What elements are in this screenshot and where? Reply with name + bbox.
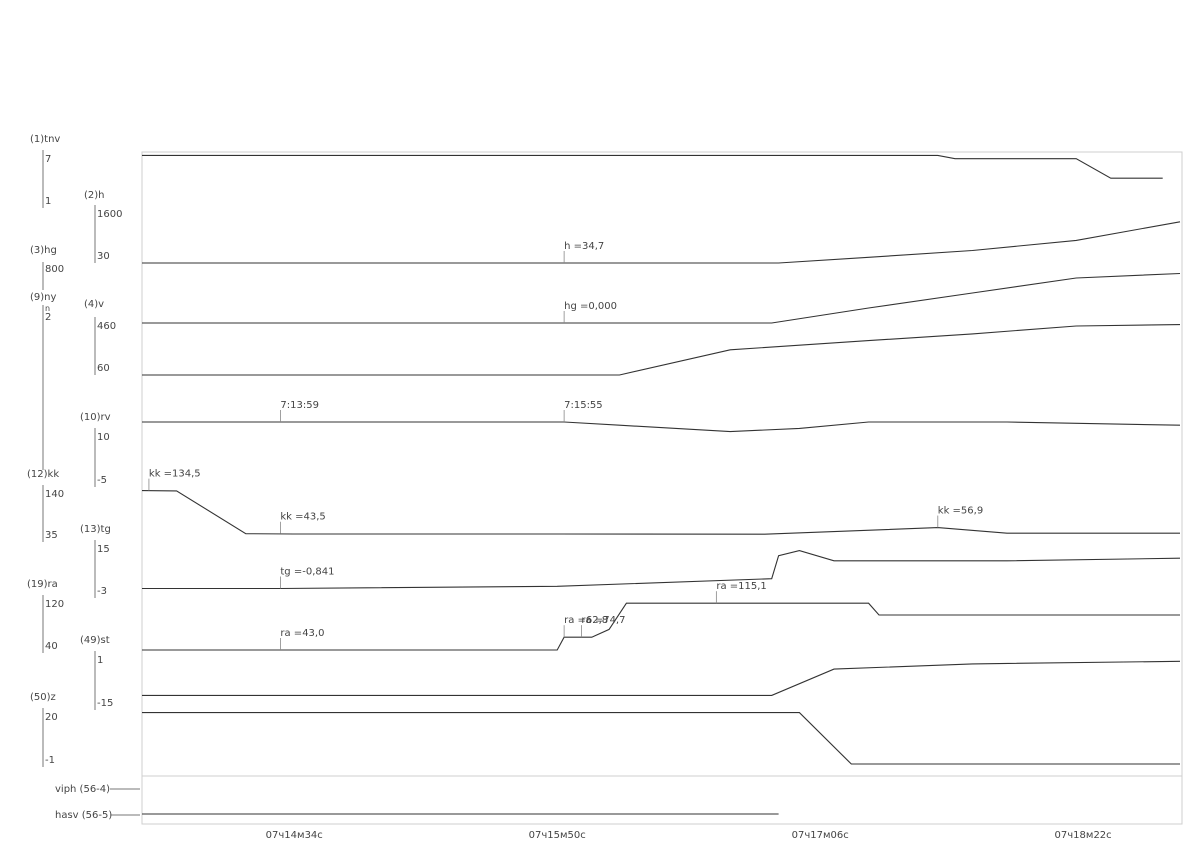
channel-label-hasv: hasv (56-5) bbox=[55, 810, 112, 821]
annotation-12-kk-2: kk =56,9 bbox=[938, 506, 983, 517]
channel-scale-tg-min: -3 bbox=[97, 586, 107, 597]
channel-label-ny: (9)ny bbox=[30, 292, 57, 303]
annotation-3-hg-0: hg =0,000 bbox=[564, 301, 617, 312]
channel-label-v: (4)v bbox=[84, 299, 104, 310]
channel-label-z: (50)z bbox=[30, 692, 56, 703]
trace-10-rv bbox=[142, 421, 1181, 433]
channel-scale-bars bbox=[42, 150, 140, 816]
channel-scale-rv-min: -5 bbox=[97, 475, 107, 486]
channel-scale-tg-max: 15 bbox=[97, 544, 110, 555]
annotation-19-ra-2: ra =74,7 bbox=[581, 615, 625, 626]
channel-scale-kk-max: 140 bbox=[45, 489, 64, 500]
annotation-2-h-0: h =34,7 bbox=[564, 241, 604, 252]
channel-label-tnv: (1)tnv bbox=[30, 134, 60, 145]
channel-label-kk: (12)kk bbox=[27, 469, 59, 480]
channel-scale-h-min: 30 bbox=[97, 251, 110, 262]
trace-3-hg bbox=[142, 272, 1181, 324]
trace-19-ra bbox=[142, 602, 1180, 651]
channel-labels: (1)tnv 7 1 (2)h 1600 30 (3)hg 800 (9)ny … bbox=[27, 134, 122, 821]
time-tick-label-1: 07ч15м50с bbox=[529, 830, 586, 841]
trace-1-tnv bbox=[142, 154, 1163, 179]
time-tick-label-3: 07ч18м22с bbox=[1055, 830, 1112, 841]
trace-12-kk bbox=[141, 490, 1180, 535]
channel-scale-v-max: 460 bbox=[97, 321, 116, 332]
trace-2-h bbox=[142, 221, 1181, 264]
channel-scale-tnv-max: 7 bbox=[45, 154, 51, 165]
channel-label-hg: (3)hg bbox=[30, 245, 57, 256]
channel-scale-h-max: 1600 bbox=[97, 209, 122, 220]
channel-scale-ra-min: 40 bbox=[45, 641, 58, 652]
annotation-10-rv-0: 7:13:59 bbox=[280, 400, 319, 411]
channel-scale-st-max: 1 bbox=[97, 655, 103, 666]
channel-scale-z-max: 20 bbox=[45, 712, 58, 723]
channel-annotations: h =34,7 hg =0,000 7:13:59 7:15:55 kk =134,5 k… bbox=[148, 241, 983, 651]
annotation-19-ra-1: ra =62,8 bbox=[564, 615, 608, 626]
time-axis: 07ч14м34с 07ч15м50с 07ч17м06с 07ч18м22с bbox=[266, 830, 1112, 841]
channel-label-rv: (10)rv bbox=[80, 412, 111, 423]
annotation-10-rv-1: 7:15:55 bbox=[564, 400, 603, 411]
annotation-19-ra-3: ra =115,1 bbox=[716, 581, 766, 592]
trace-13-tg bbox=[142, 550, 1181, 590]
trace-4-v bbox=[142, 324, 1181, 376]
annotation-12-kk-1: kk =43,5 bbox=[280, 512, 325, 523]
channel-scale-ny-b: 2 bbox=[45, 312, 51, 323]
channel-scale-tnv-min: 1 bbox=[45, 196, 51, 207]
channel-scale-rv-max: 10 bbox=[97, 432, 110, 443]
trace-49-st bbox=[142, 660, 1181, 696]
channel-scale-st-min: -15 bbox=[97, 698, 113, 709]
channel-scale-ra-max: 120 bbox=[45, 599, 64, 610]
channel-scale-ny-a: n bbox=[45, 304, 50, 313]
channel-label-ra: (19)ra bbox=[27, 579, 58, 590]
channel-traces bbox=[141, 154, 1181, 815]
time-tick-label-0: 07ч14м34с bbox=[266, 830, 323, 841]
channel-label-viph: viph (56-4) bbox=[55, 784, 110, 795]
channel-scale-v-min: 60 bbox=[97, 363, 110, 374]
annotation-13-tg-0: tg =-0,841 bbox=[280, 566, 334, 577]
channel-scale-kk-min: 35 bbox=[45, 530, 58, 541]
plot-frame bbox=[141, 151, 1183, 825]
channel-label-st: (49)st bbox=[80, 635, 110, 646]
annotation-12-kk-0: kk =134,5 bbox=[149, 469, 201, 480]
time-tick-label-2: 07ч17м06с bbox=[792, 830, 849, 841]
channel-label-tg: (13)tg bbox=[80, 524, 111, 535]
channel-scale-hg-max: 800 bbox=[45, 264, 64, 275]
channel-label-h: (2)h bbox=[84, 190, 105, 201]
trace-50-z bbox=[142, 712, 1180, 765]
channel-scale-z-min: -1 bbox=[45, 755, 55, 766]
annotation-19-ra-0: ra =43,0 bbox=[280, 628, 324, 639]
